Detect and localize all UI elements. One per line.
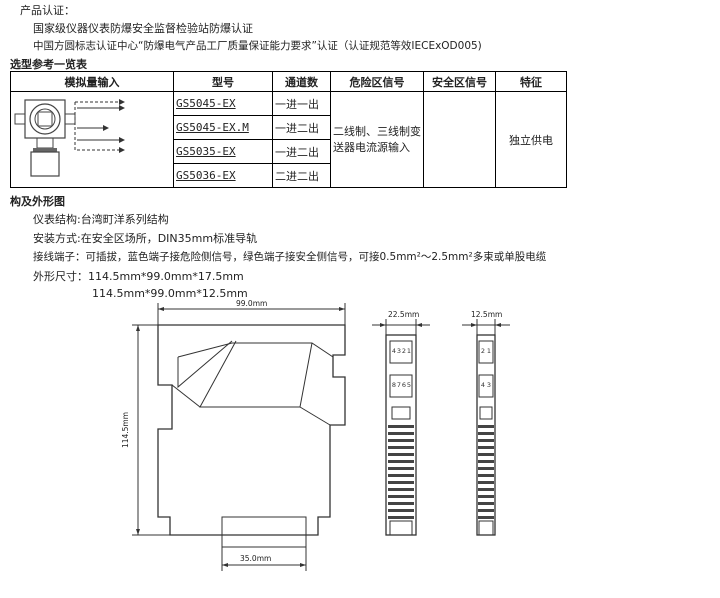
housing-rib xyxy=(478,432,494,435)
model-cell: GS5045-EX xyxy=(173,91,273,116)
terminal-number: 3 xyxy=(487,381,491,389)
housing-rib xyxy=(388,425,414,428)
housing-rib xyxy=(388,432,414,435)
transmitter-figure-cell xyxy=(10,91,174,188)
cert-title: 产品认证： xyxy=(20,4,75,17)
terminal-number: 4 xyxy=(481,381,485,389)
housing-rib xyxy=(478,481,494,484)
housing-rib xyxy=(388,446,414,449)
channels-cell: 二进二出 xyxy=(272,163,331,188)
col-header-analog-input: 模拟量输入 xyxy=(10,71,174,92)
side-width-label: 22.5mm xyxy=(388,310,419,319)
housing-rib xyxy=(478,509,494,512)
housing-rib xyxy=(478,474,494,477)
housing-rib xyxy=(388,502,414,505)
cert-line-1: 国家级仪器仪表防爆安全监督检验站防爆认证 xyxy=(33,22,253,35)
structure-line-1: 仪表结构:台湾町洋系列结构 xyxy=(33,213,169,226)
terminal-number: 7 xyxy=(397,381,401,389)
dimension-drawing: 4 3 2 1 8 7 6 5 2 1 4 3 99.0mm 22.5mm 12… xyxy=(121,299,510,571)
model-cell: GS5036-EX xyxy=(173,163,273,188)
housing-rib xyxy=(478,425,494,428)
terminal-number: 6 xyxy=(402,381,406,389)
width-dimension-label: 99.0mm xyxy=(236,299,267,308)
side-view-narrow-ribs xyxy=(478,425,494,519)
col-header-feature: 特征 xyxy=(495,71,567,92)
housing-rib xyxy=(388,516,414,519)
model-cell: GS5035-EX xyxy=(173,139,273,164)
side-view-wide-ribs xyxy=(388,425,414,519)
channels-cell: 一进二出 xyxy=(272,139,331,164)
housing-rib xyxy=(388,495,414,498)
col-header-channels: 通道数 xyxy=(272,71,331,92)
transmitter-diagram xyxy=(14,99,125,177)
col-header-hazard-signal: 危险区信号 xyxy=(330,71,424,92)
front-view xyxy=(132,303,346,571)
housing-rib xyxy=(388,467,414,470)
housing-rib xyxy=(388,439,414,442)
hazard-signal-cell: 二线制、三线制变送器电流源输入 xyxy=(330,91,424,188)
structure-line-5: 114.5mm*99.0mm*12.5mm xyxy=(92,287,248,300)
table-row: GS5035-EX 一进二出 xyxy=(11,139,567,164)
housing-rib xyxy=(478,516,494,519)
safe-signal-cell xyxy=(423,91,496,188)
housing-rib xyxy=(478,453,494,456)
housing-rib xyxy=(388,488,414,491)
structure-line-3: 接线端子：可插拔，蓝色端子接危险侧信号，绿色端子接安全侧信号，可接0.5mm²～… xyxy=(33,251,547,263)
terminal-number: 4 xyxy=(392,347,396,355)
rail-dimension-label: 35.0mm xyxy=(240,554,271,563)
terminal-number: 5 xyxy=(407,381,411,389)
terminal-number: 2 xyxy=(481,347,485,355)
housing-rib xyxy=(478,446,494,449)
terminal-number: 2 xyxy=(402,347,406,355)
housing-rib xyxy=(478,488,494,491)
terminal-number: 3 xyxy=(397,347,401,355)
housing-rib xyxy=(388,474,414,477)
height-dimension-label: 114.5mm xyxy=(121,412,130,448)
table-row: GS5045-EX.M 一进二出 xyxy=(11,115,567,140)
col-header-model: 型号 xyxy=(173,71,273,92)
side-narrow-label: 12.5mm xyxy=(471,310,502,319)
cert-line-2: 中国方圆标志认证中心“防爆电气产品工厂质量保证能力要求”认证（认证规范等效IEC… xyxy=(33,40,482,52)
terminal-number: 1 xyxy=(487,347,491,355)
table-row: GS5036-EX 二进二出 xyxy=(11,163,567,188)
housing-rib xyxy=(478,502,494,505)
terminal-number: 1 xyxy=(407,347,411,355)
side-view-narrow xyxy=(462,319,510,536)
housing-rib xyxy=(478,439,494,442)
feature-cell: 独立供电 xyxy=(495,91,567,188)
selection-table: 模拟量输入 型号 通道数 危险区信号 安全区信号 特征 xyxy=(10,71,567,188)
housing-rib xyxy=(388,509,414,512)
terminal-number: 8 xyxy=(392,381,396,389)
structure-title: 构及外形图 xyxy=(10,195,65,208)
housing-rib xyxy=(478,460,494,463)
channels-cell: 一进二出 xyxy=(272,115,331,140)
model-cell: GS5045-EX.M xyxy=(173,115,273,140)
channels-cell: 一进一出 xyxy=(272,91,331,116)
selection-title: 选型参考一览表 xyxy=(10,58,87,71)
structure-line-4: 外形尺寸：114.5mm*99.0mm*17.5mm xyxy=(33,270,244,283)
housing-rib xyxy=(478,495,494,498)
housing-rib xyxy=(478,467,494,470)
table-header-row: 模拟量输入 型号 通道数 危险区信号 安全区信号 特征 xyxy=(10,71,567,92)
housing-rib xyxy=(388,481,414,484)
housing-rib xyxy=(388,453,414,456)
housing-rib xyxy=(388,460,414,463)
table-row: GS5045-EX 一进一出 二线制、三线制变送器电流源输入 独立供电 xyxy=(10,91,567,188)
col-header-safe-signal: 安全区信号 xyxy=(423,71,496,92)
structure-line-2: 安装方式:在安全区场所，DIN35mm标准导轨 xyxy=(33,232,258,245)
